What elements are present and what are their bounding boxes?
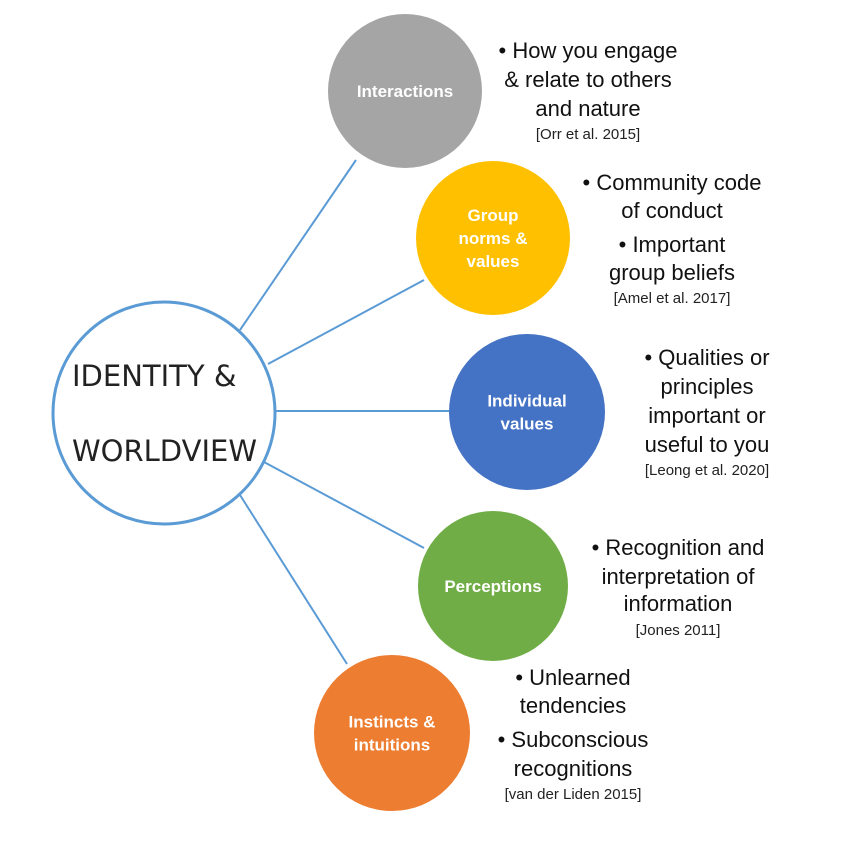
bullet-text-perceptions: • Recognition and [592, 535, 765, 560]
node-label-group-norms: values [467, 252, 520, 271]
citation-instincts: [van der Liden 2015] [505, 786, 642, 803]
connector-perceptions [263, 461, 425, 549]
bullet-text-interactions: and nature [535, 96, 640, 121]
node-group-norms: Group norms & values • Community code of con… [416, 161, 761, 315]
node-circle-interactions [328, 14, 482, 168]
node-label-instincts: Instincts & [349, 713, 436, 732]
bullet-text-group-norms: • Community code [583, 170, 762, 195]
bullet-text-interactions: & relate to others [504, 67, 672, 92]
connector-group-norms [267, 279, 425, 365]
connector-interactions [239, 159, 357, 331]
bullet-text-perceptions: information [624, 591, 733, 616]
node-label-interactions: Interactions [357, 82, 453, 101]
bullet-text-individual-values: • Qualities or [644, 345, 769, 370]
bullet-text-perceptions: interpretation of [602, 564, 756, 589]
bullet-text-individual-values: principles [661, 374, 754, 399]
bullet-text-group-norms: of conduct [621, 198, 723, 223]
bullet-text-individual-values: useful to you [645, 432, 770, 457]
citation-group-norms: [Amel et al. 2017] [614, 290, 731, 307]
node-circle-perceptions [418, 511, 568, 661]
node-individual-values: Individual values • Qualities or principles… [449, 334, 770, 490]
node-circle-individual-values [449, 334, 605, 490]
bullet-text-instincts: recognitions [514, 756, 633, 781]
node-circle-group-norms [416, 161, 570, 315]
center-circle [51, 300, 277, 526]
center-label-line2: WORLDVIEW [72, 434, 257, 468]
bullet-text-instincts: • Subconscious [498, 727, 649, 752]
citation-interactions: [Orr et al. 2015] [536, 126, 640, 143]
node-label-group-norms: norms & [459, 229, 528, 248]
bullet-text-group-norms: group beliefs [609, 260, 735, 285]
node-label-group-norms: Group [468, 206, 519, 225]
node-label-perceptions: Perceptions [444, 577, 541, 596]
node-perceptions: Perceptions • Recognition and interpretati… [418, 511, 764, 661]
node-circle-instincts [314, 655, 470, 811]
node-label-instincts: intuitions [354, 736, 430, 755]
center-label-line1: IDENTITY & [72, 359, 236, 393]
bullet-text-instincts: tendencies [520, 693, 626, 718]
bullet-text-group-norms: • Important [619, 232, 726, 257]
citation-perceptions: [Jones 2011] [636, 622, 721, 639]
node-interactions: Interactions • How you engage & relate to … [328, 14, 677, 168]
node-instincts: Instincts & intuitions • Unlearned tendenci… [314, 655, 648, 811]
node-label-individual-values: Individual [487, 392, 566, 411]
citation-individual-values: [Leong et al. 2020] [645, 462, 769, 479]
bullet-text-individual-values: important or [648, 403, 765, 428]
center-node: IDENTITY & WORLDVIEW [51, 300, 277, 526]
bullet-text-interactions: • How you engage [499, 38, 678, 63]
connectors [239, 159, 449, 665]
connector-instincts [239, 494, 348, 665]
topic-nodes: Interactions • How you engage & relate to … [314, 14, 770, 811]
bullet-text-instincts: • Unlearned [515, 665, 630, 690]
node-label-individual-values: values [501, 415, 554, 434]
